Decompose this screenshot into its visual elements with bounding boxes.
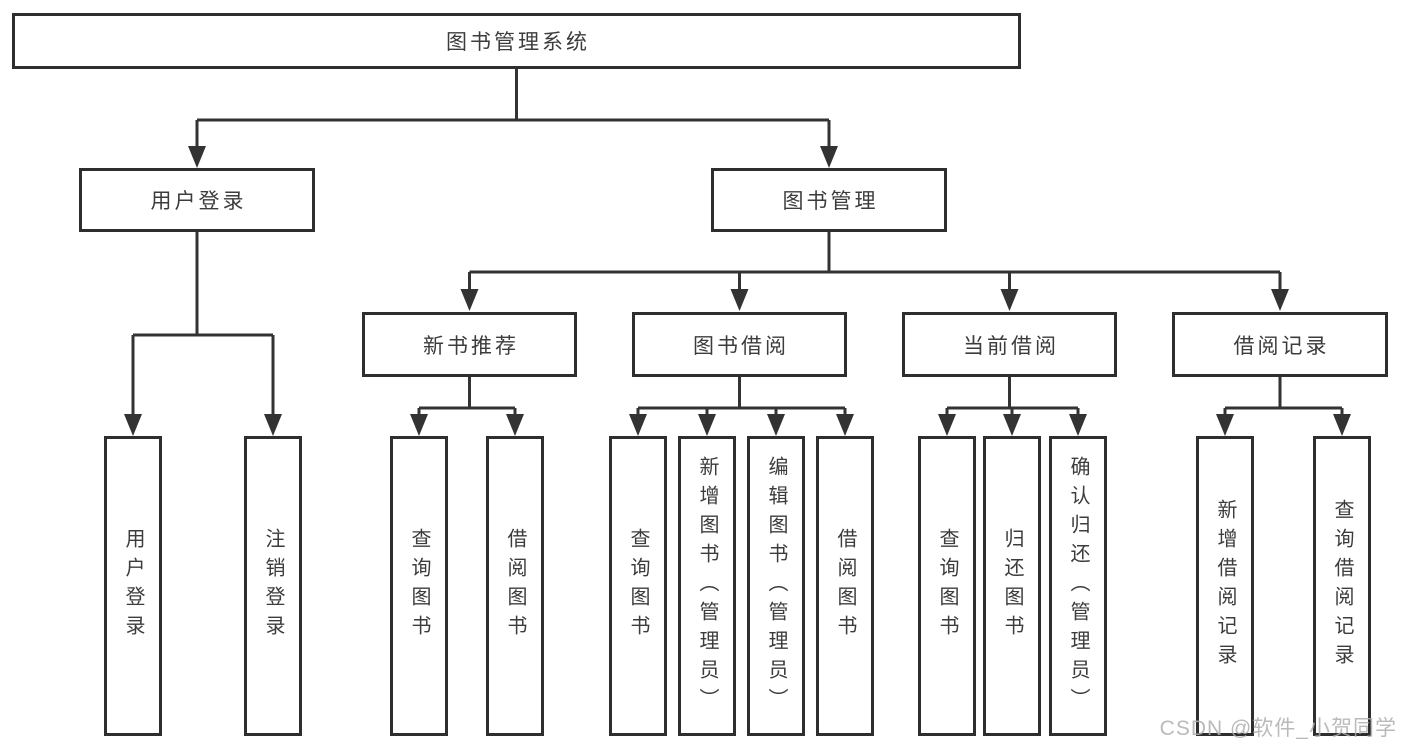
node-borrowing-records: 借阅记录 — [1172, 312, 1388, 377]
node-current-borrowing: 当前借阅 — [902, 312, 1117, 377]
leaf-add-borrow-record: 新增借阅记录 — [1196, 436, 1254, 736]
node-label: 图书管理系统 — [446, 31, 590, 54]
node-user-login: 用户登录 — [79, 168, 315, 232]
node-library-management-system: 图书管理系统 — [12, 13, 1021, 69]
leaf-label: 借阅图书 — [834, 528, 856, 644]
leaf-label: 注销登录 — [262, 528, 284, 644]
leaf-label: 查询图书 — [627, 528, 649, 644]
leaf-label: 用户登录 — [122, 528, 144, 644]
leaf-add-book-admin: 新增图书（管理员） — [678, 436, 736, 736]
node-book-borrowing: 图书借阅 — [632, 312, 847, 377]
leaf-user-login: 用户登录 — [104, 436, 162, 736]
leaf-logout: 注销登录 — [244, 436, 302, 736]
leaf-borrow-books-recommend: 借阅图书 — [486, 436, 544, 736]
leaf-label: 新增图书（管理员） — [696, 455, 718, 717]
node-label: 图书借阅 — [693, 334, 789, 358]
leaf-label: 查询图书 — [936, 528, 958, 644]
leaf-query-books-current: 查询图书 — [918, 436, 976, 736]
csdn-watermark: CSDN @软件_小贺同学 — [1159, 717, 1397, 740]
leaf-query-books-recommend: 查询图书 — [390, 436, 448, 736]
node-book-management: 图书管理 — [711, 168, 947, 232]
node-label: 借阅记录 — [1233, 334, 1330, 358]
leaf-query-books-borrow: 查询图书 — [609, 436, 667, 736]
leaf-edit-book-admin: 编辑图书（管理员） — [747, 436, 805, 736]
leaf-label: 归还图书 — [1001, 528, 1023, 644]
leaf-label: 新增借阅记录 — [1214, 499, 1236, 673]
leaf-return-books: 归还图书 — [983, 436, 1041, 736]
node-label: 当前借阅 — [963, 334, 1059, 358]
leaf-label: 查询借阅记录 — [1331, 499, 1353, 673]
node-label: 用户登录 — [150, 190, 247, 213]
leaf-borrow-books-borrow: 借阅图书 — [816, 436, 874, 736]
node-label: 图书管理 — [782, 190, 879, 213]
leaf-label: 编辑图书（管理员） — [765, 455, 787, 717]
leaf-label: 借阅图书 — [504, 528, 526, 644]
node-new-book-recommendation: 新书推荐 — [362, 312, 577, 377]
leaf-label: 查询图书 — [408, 528, 430, 644]
node-label: 新书推荐 — [423, 334, 519, 358]
leaf-query-borrow-record: 查询借阅记录 — [1313, 436, 1371, 736]
leaf-confirm-return-admin: 确认归还（管理员） — [1049, 436, 1107, 736]
leaf-label: 确认归还（管理员） — [1067, 455, 1089, 717]
